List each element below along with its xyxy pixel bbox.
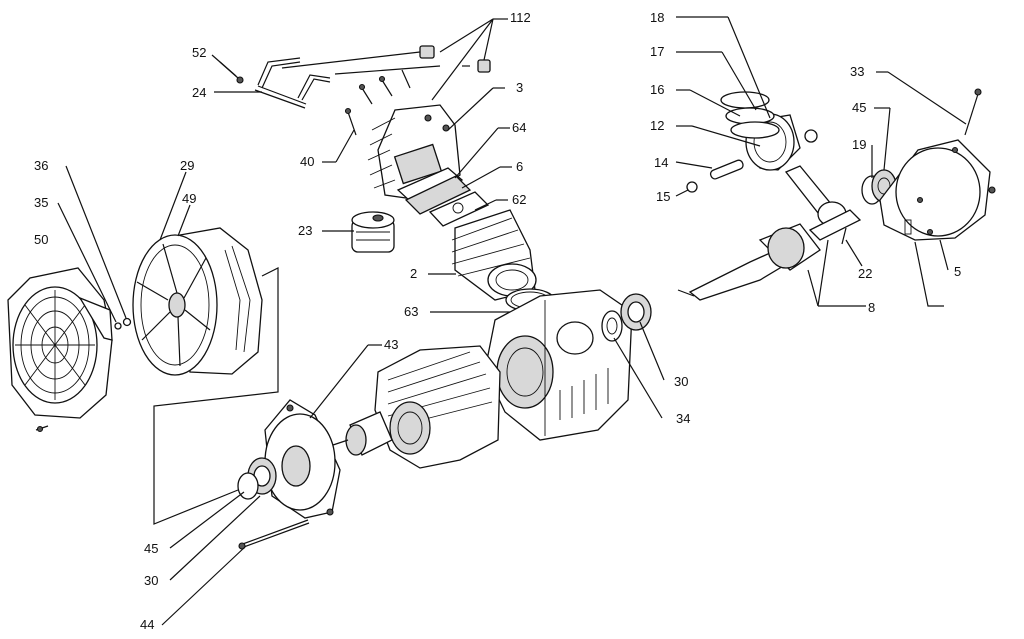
crankshaft-part	[677, 165, 862, 301]
label-16: 16	[650, 82, 664, 97]
label-112: 112	[510, 10, 531, 25]
dowel-part	[841, 227, 847, 245]
label-49: 49	[182, 191, 196, 206]
label-62: 62	[512, 192, 526, 207]
label-34: 34	[676, 411, 690, 426]
air-filter-part	[351, 211, 395, 253]
label-35: 35	[34, 195, 48, 210]
fan-cover-part	[7, 267, 113, 433]
bearing-parts-left	[237, 457, 277, 500]
label-50: 50	[34, 232, 48, 247]
label-19: 19	[852, 137, 866, 152]
fan-wheel-part	[132, 227, 263, 376]
long-bolt-part	[238, 519, 310, 550]
rear-cover-part	[879, 139, 996, 241]
piston-part	[720, 91, 818, 171]
bolt-parts	[219, 61, 411, 136]
label-40: 40	[300, 154, 314, 169]
piston-pin-part	[686, 159, 744, 193]
label-36: 36	[34, 158, 48, 173]
delivery-pipe-part	[254, 45, 491, 109]
label-23: 23	[298, 223, 312, 238]
label-15: 15	[656, 189, 670, 204]
label-24: 24	[192, 85, 206, 100]
valve-plate-parts	[396, 167, 490, 227]
screw-part	[964, 88, 982, 136]
label-43: 43	[384, 337, 398, 352]
label-44: 44	[140, 617, 154, 632]
label-63: 63	[404, 304, 418, 319]
label-45-bottom: 45	[144, 541, 158, 556]
label-30-bottom: 30	[144, 573, 158, 588]
label-33: 33	[850, 64, 864, 79]
label-18: 18	[650, 10, 664, 25]
label-8: 8	[868, 300, 875, 315]
label-2: 2	[410, 266, 417, 281]
end-shield-part	[264, 399, 341, 519]
label-5: 5	[954, 264, 961, 279]
label-64: 64	[512, 120, 526, 135]
label-14: 14	[654, 155, 668, 170]
leader-lines	[57, 16, 967, 626]
label-3: 3	[516, 80, 523, 95]
label-12: 12	[650, 118, 664, 133]
motor-stator-part	[374, 345, 501, 469]
label-6: 6	[516, 159, 523, 174]
label-45-right: 45	[852, 100, 866, 115]
bearing-parts-right	[601, 293, 652, 342]
label-29: 29	[180, 158, 194, 173]
label-52: 52	[192, 45, 206, 60]
callout-labels: 112 52 24 3 64 40 6 62 23 2 63 36 29 49 …	[34, 10, 961, 632]
cylinder-part	[451, 209, 537, 301]
washer-parts	[114, 317, 132, 330]
label-22: 22	[858, 266, 872, 281]
motor-rotor-part	[329, 411, 393, 456]
label-30-right: 30	[674, 374, 688, 389]
label-17: 17	[650, 44, 664, 59]
